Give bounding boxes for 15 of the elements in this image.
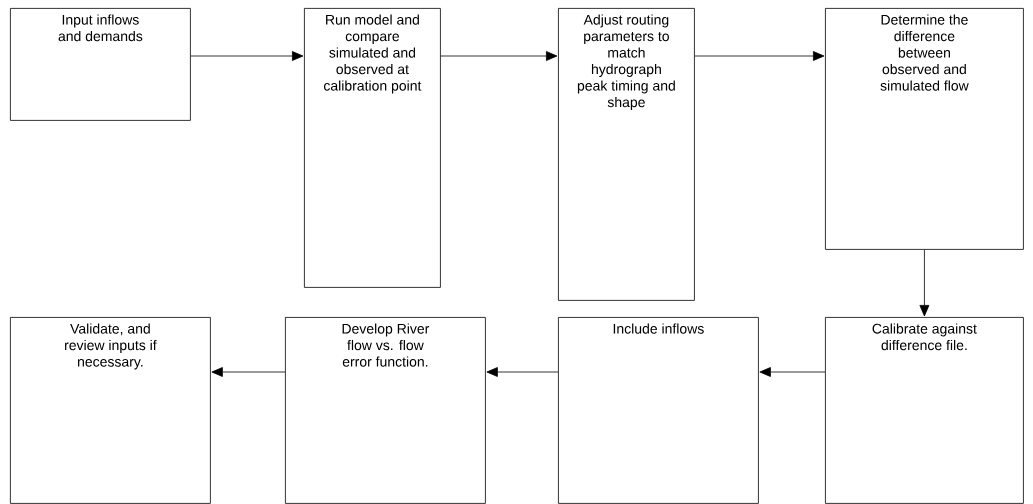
arrow [486,367,559,377]
arrow [211,367,286,377]
process-box: Adjust routing parameters to match hydrograph peak timing and shape [558,8,695,301]
arrow [440,51,558,61]
process-box: Input inflows and demands [10,8,191,121]
process-box: Validate, and review inputs if necessary. [10,317,211,504]
process-box: Develop River flow vs. flow error function. [285,317,486,504]
arrow [190,51,304,61]
process-box: Determine the difference between observed and simulated flow [825,8,1024,250]
arrow [694,51,825,61]
arrow [919,249,930,317]
process-box: Include inflows [558,317,759,504]
process-box: Calibrate against difference file. [825,317,1024,504]
arrow [759,367,826,377]
process-box: Run model and compare simulated and observed at calibration point [304,8,441,288]
